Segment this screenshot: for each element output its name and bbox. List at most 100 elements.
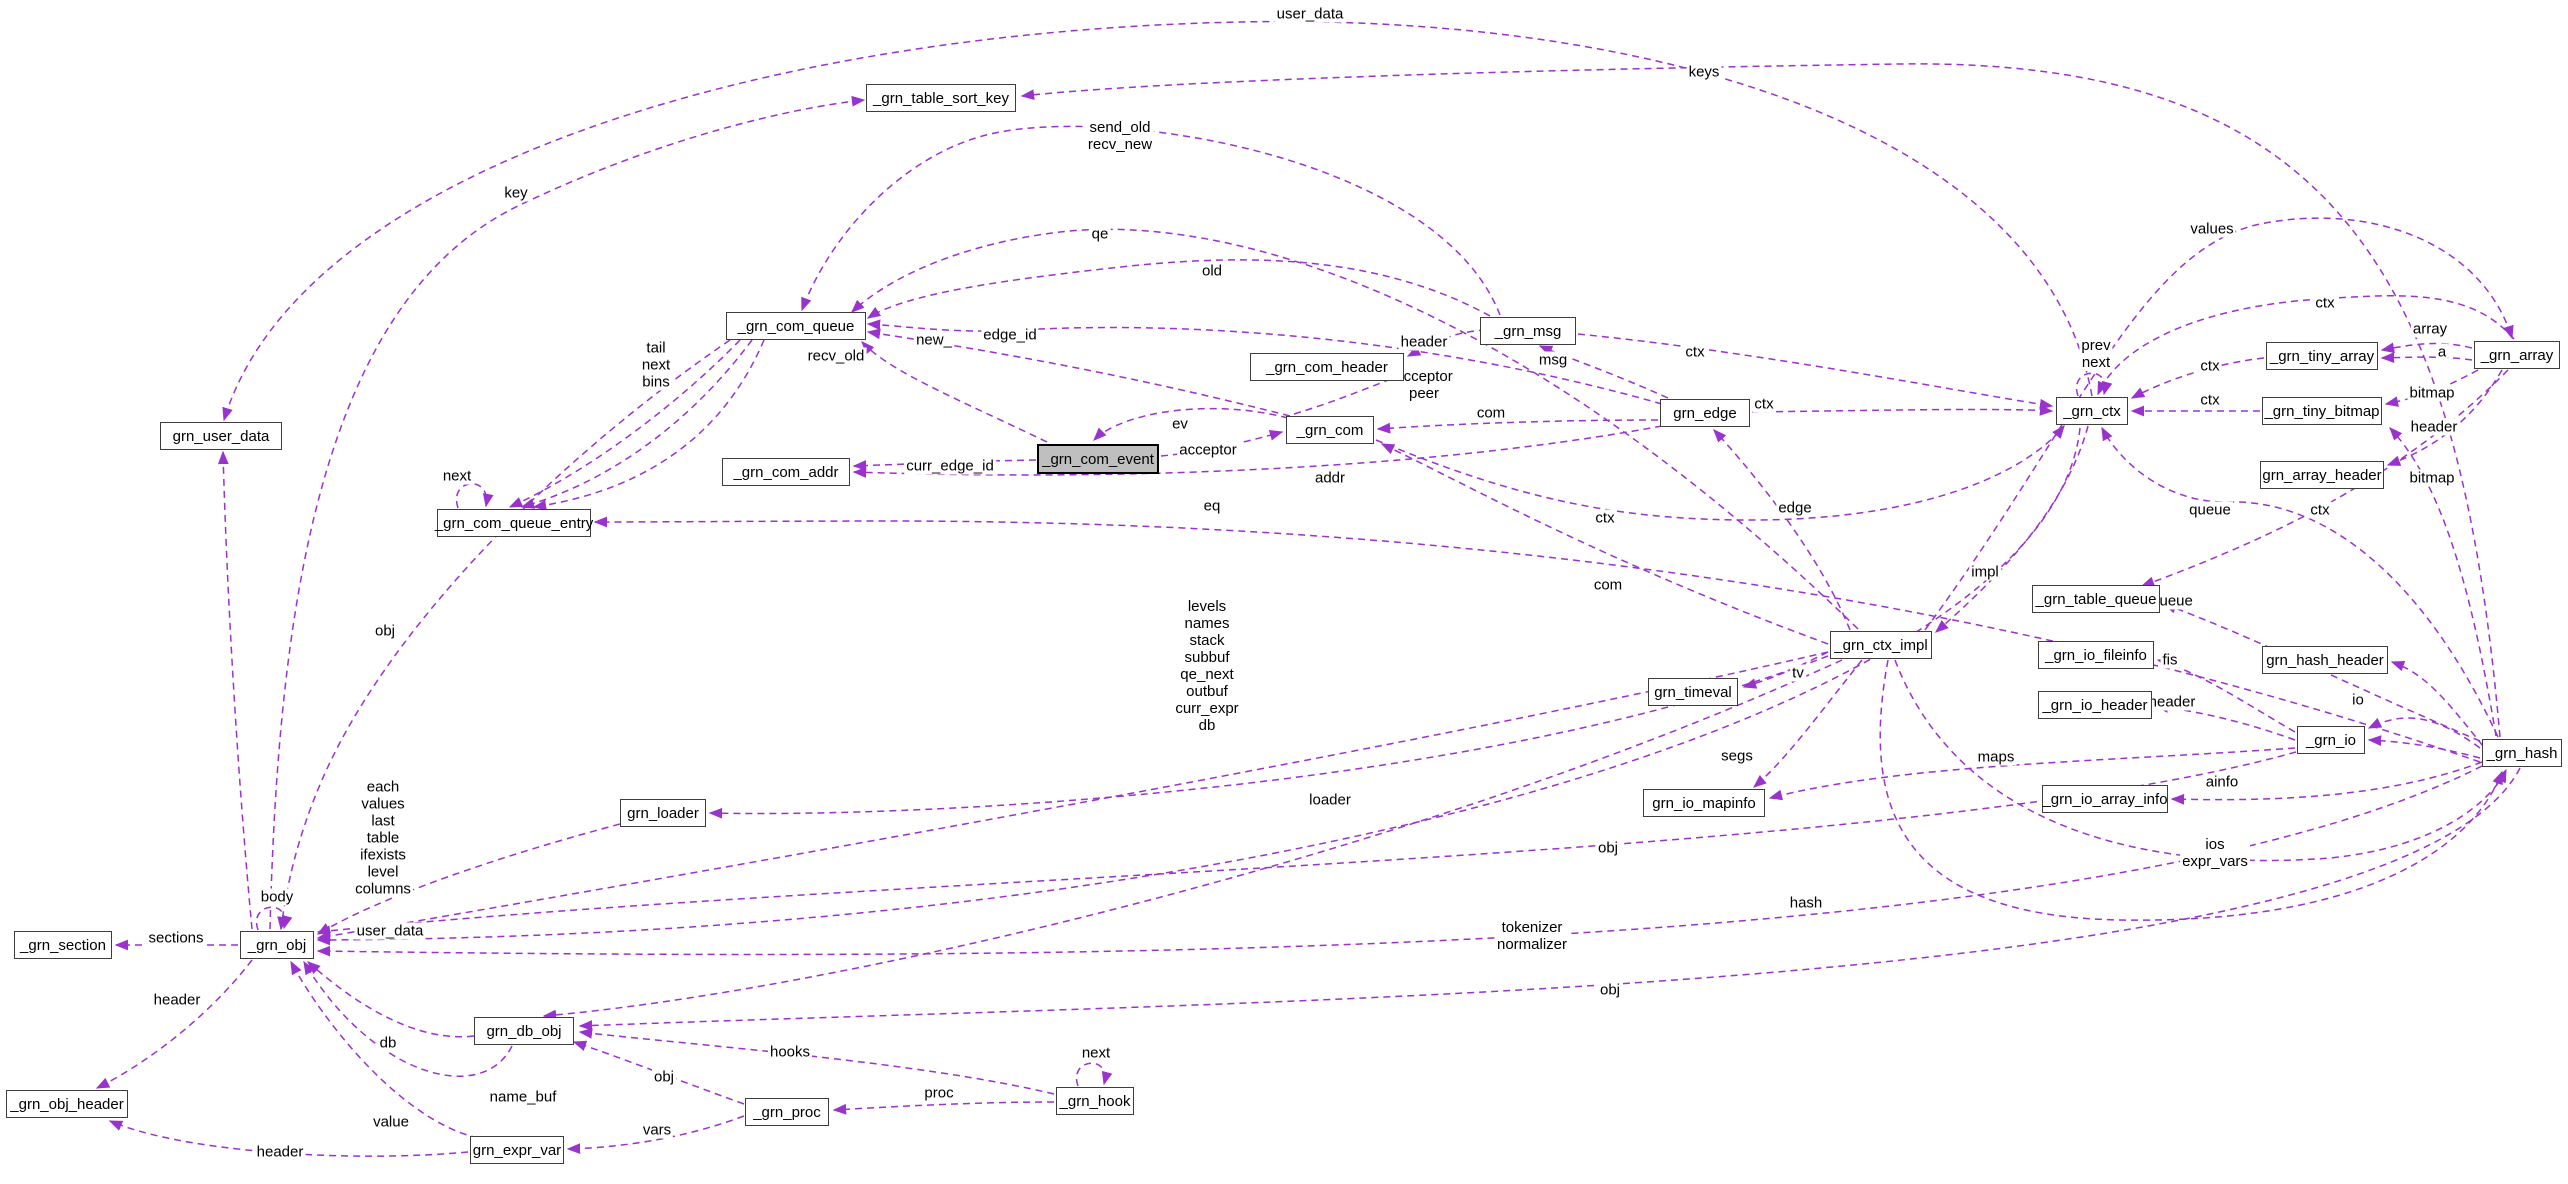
edge-label: addr — [1312, 469, 1348, 487]
edge-label: each values last table ifexists level co… — [353, 778, 413, 898]
edge-label: old — [1199, 262, 1225, 280]
node-_grn_obj[interactable]: _grn_obj — [240, 931, 314, 959]
edge-label: send_old recv_new — [1085, 119, 1155, 153]
node-grn_hash_header[interactable]: grn_hash_header — [2262, 646, 2388, 674]
edge-label: com — [1591, 576, 1625, 594]
edge-_grn_obj-to-_grn_obj — [255, 906, 293, 931]
edge-_grn_com-to-_grn_com_header — [1293, 373, 1406, 415]
edge-label: levels names stack subbuf qe_next outbuf… — [1173, 598, 1241, 734]
edge-label: impl — [1969, 563, 2001, 581]
edge-_grn_io-to-_grn_io_fileinfo — [2156, 658, 2296, 733]
edge-_grn_msg-to-_grn_com_queue — [866, 259, 1491, 319]
edge-label: obj — [1597, 981, 1623, 999]
edge-_grn_ctx_impl-to-_grn_com — [1380, 443, 1829, 645]
node-_grn_com[interactable]: _grn_com — [1286, 416, 1374, 444]
node-_grn_tiny_array[interactable]: _grn_tiny_array — [2266, 342, 2378, 370]
edge-label: db — [377, 1034, 399, 1052]
edge-label: user_data — [354, 922, 426, 940]
node-_grn_com_queue[interactable]: _grn_com_queue — [726, 312, 866, 340]
edge-_grn_com_queue_entry-to-_grn_com_queue_entry — [455, 482, 494, 509]
edge-label: body — [258, 888, 296, 906]
node-_grn_io_header[interactable]: _grn_io_header — [2038, 691, 2152, 719]
edge-label: keys — [1686, 63, 1722, 81]
edge-label: value — [371, 1113, 411, 1131]
edge-_grn_hash-to-grn_hash_header — [2390, 660, 2484, 747]
edge-label: acceptor — [1177, 441, 1239, 459]
edge-_grn_proc-to-grn_expr_var — [566, 1115, 745, 1155]
edge-label: fis — [2160, 651, 2180, 669]
node-_grn_hook[interactable]: _grn_hook — [1056, 1087, 1134, 1115]
edge-label: next — [1079, 1044, 1113, 1062]
node-_grn_obj_header[interactable]: _grn_obj_header — [6, 1090, 128, 1118]
edge-_grn_ctx_impl-to-_grn_obj — [316, 651, 1829, 942]
edge-label: bitmap — [2407, 469, 2457, 487]
edge-label: eq — [1201, 497, 1223, 515]
node-grn_edge[interactable]: grn_edge — [1660, 399, 1750, 427]
edge-label: ctx — [1752, 395, 1776, 413]
node-_grn_tiny_bitmap[interactable]: _grn_tiny_bitmap — [2262, 397, 2382, 425]
edge-label: ctx — [1593, 509, 1617, 527]
node-grn_db_obj[interactable]: grn_db_obj — [474, 1017, 574, 1045]
edge-_grn_proc-to-grn_db_obj — [572, 1040, 745, 1105]
node-_grn_section[interactable]: _grn_section — [14, 931, 112, 959]
node-grn_expr_var[interactable]: grn_expr_var — [470, 1136, 564, 1164]
node-_grn_ctx_impl[interactable]: _grn_ctx_impl — [1830, 631, 1932, 659]
edge-grn_edge-to-_grn_com — [1376, 419, 1659, 434]
edge-_grn_ctx_impl-to-grn_db_obj — [542, 659, 1843, 1021]
node-grn_array_header[interactable]: grn_array_header — [2260, 461, 2384, 489]
node-_grn_table_queue[interactable]: _grn_table_queue — [2032, 585, 2160, 613]
edge-grn_db_obj-to-_grn_obj — [303, 960, 513, 1077]
edge-_grn_com-to-_grn_com_queue — [866, 328, 1291, 417]
edge-_grn_io-to-_grn_io_header — [2154, 702, 2296, 741]
edge-label: ctx — [1683, 343, 1707, 361]
node-_grn_com_queue_entry[interactable]: _grn_com_queue_entry — [435, 509, 593, 537]
edge-label: tv — [1790, 664, 1806, 682]
node-_grn_com_header[interactable]: _grn_com_header — [1250, 353, 1404, 381]
edge-label: obj — [1595, 839, 1621, 857]
node-_grn_io_array_info[interactable]: _grn_io_array_info — [2042, 785, 2168, 813]
node-_grn_proc[interactable]: _grn_proc — [745, 1098, 829, 1126]
edge-_grn_ctx_impl-to-_grn_com_queue — [851, 228, 1859, 630]
edge-_grn_ctx_impl-to-grn_io_mapinfo — [1752, 659, 1863, 788]
edge-label: ctx — [2308, 501, 2332, 519]
node-_grn_com_event[interactable]: _grn_com_event — [1037, 444, 1159, 474]
node-_grn_io[interactable]: _grn_io — [2297, 726, 2365, 754]
edge-label: edge_id — [981, 326, 1039, 344]
edge-label: edge — [1776, 499, 1814, 517]
edge-_grn_obj-to-grn_user_data — [217, 450, 253, 930]
node-_grn_ctx[interactable]: _grn_ctx — [2056, 397, 2128, 425]
edge-_grn_com_queue-to-_grn_obj — [277, 339, 731, 931]
edge-_grn_obj-to-_grn_table_sort_key — [269, 95, 866, 930]
edge-label: hooks — [767, 1043, 813, 1061]
edge-label: ctx — [2198, 391, 2222, 409]
edge-_grn_io-to-_grn_obj — [316, 751, 2297, 937]
edge-_grn_msg-to-_grn_com_queue — [801, 125, 1501, 316]
node-_grn_io_fileinfo[interactable]: _grn_io_fileinfo — [2038, 641, 2154, 669]
node-grn_timeval[interactable]: grn_timeval — [1648, 678, 1738, 706]
edge-label: io — [2350, 691, 2366, 709]
edge-_grn_obj-to-_grn_obj_header — [95, 959, 253, 1089]
node-_grn_msg[interactable]: _grn_msg — [1480, 317, 1576, 345]
edge-_grn_ctx_impl-to-grn_edge — [1713, 429, 1851, 631]
edge-label: header — [2408, 418, 2460, 436]
edge-_grn_hash-to-_grn_tiny_bitmap — [2389, 427, 2497, 737]
edge-label: bitmap — [2407, 384, 2457, 402]
edge-label: obj — [651, 1068, 677, 1086]
edge-label: ev — [1170, 415, 1190, 433]
node-grn_user_data[interactable]: grn_user_data — [160, 422, 282, 450]
edge-_grn_ctx_impl-to-_grn_hash — [1894, 659, 2507, 862]
edge-label: msg — [1536, 351, 1570, 369]
edge-_grn_com_event-to-_grn_com_addr — [852, 459, 1037, 471]
node-_grn_table_sort_key[interactable]: _grn_table_sort_key — [866, 84, 1016, 112]
edge-_grn_hash-to-_grn_io_array_info — [2170, 761, 2483, 805]
node-grn_loader[interactable]: grn_loader — [620, 799, 706, 827]
edge-_grn_ctx-to-_grn_obj — [316, 427, 2081, 946]
node-_grn_hash[interactable]: _grn_hash — [2482, 739, 2562, 767]
edge-label: a — [2435, 343, 2449, 361]
edge-label: segs — [1719, 747, 1755, 765]
edge-_grn_msg-to-_grn_com_header — [1406, 329, 1487, 357]
edge-label: tokenizer normalizer — [1494, 919, 1570, 953]
node-_grn_array[interactable]: _grn_array — [2474, 341, 2560, 369]
node-_grn_com_addr[interactable]: _grn_com_addr — [722, 458, 850, 486]
node-grn_io_mapinfo[interactable]: grn_io_mapinfo — [1643, 789, 1765, 817]
